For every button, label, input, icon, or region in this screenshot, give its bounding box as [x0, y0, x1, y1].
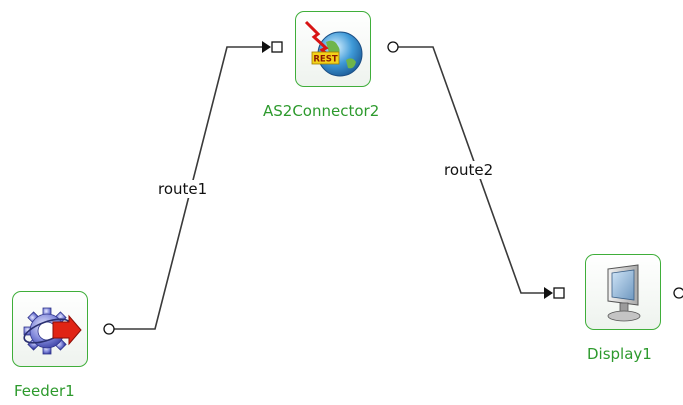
- rest-badge: REST: [313, 55, 337, 65]
- route1-arrowhead: [262, 41, 271, 53]
- feeder-gear-arrow-icon: [23, 307, 82, 355]
- display1-output-port[interactable]: [673, 287, 683, 299]
- monitor-icon: [607, 264, 641, 322]
- feeder1-output-port[interactable]: [103, 323, 115, 335]
- as2connector2-node[interactable]: REST: [295, 11, 371, 87]
- route1-label[interactable]: route1: [157, 180, 209, 198]
- route2-label[interactable]: route2: [443, 161, 495, 179]
- feeder1-label: Feeder1: [14, 382, 75, 400]
- as2connector2-output-port[interactable]: [387, 41, 399, 53]
- display1-node[interactable]: [585, 254, 661, 330]
- rest-globe-icon: REST: [304, 20, 363, 77]
- display1-input-port[interactable]: [553, 287, 565, 299]
- as2connector2-input-port[interactable]: [271, 41, 283, 53]
- as2connector2-label: AS2Connector2: [263, 102, 380, 120]
- feeder1-node[interactable]: [12, 291, 88, 367]
- route2-arrowhead: [544, 287, 553, 299]
- display1-label: Display1: [587, 345, 652, 363]
